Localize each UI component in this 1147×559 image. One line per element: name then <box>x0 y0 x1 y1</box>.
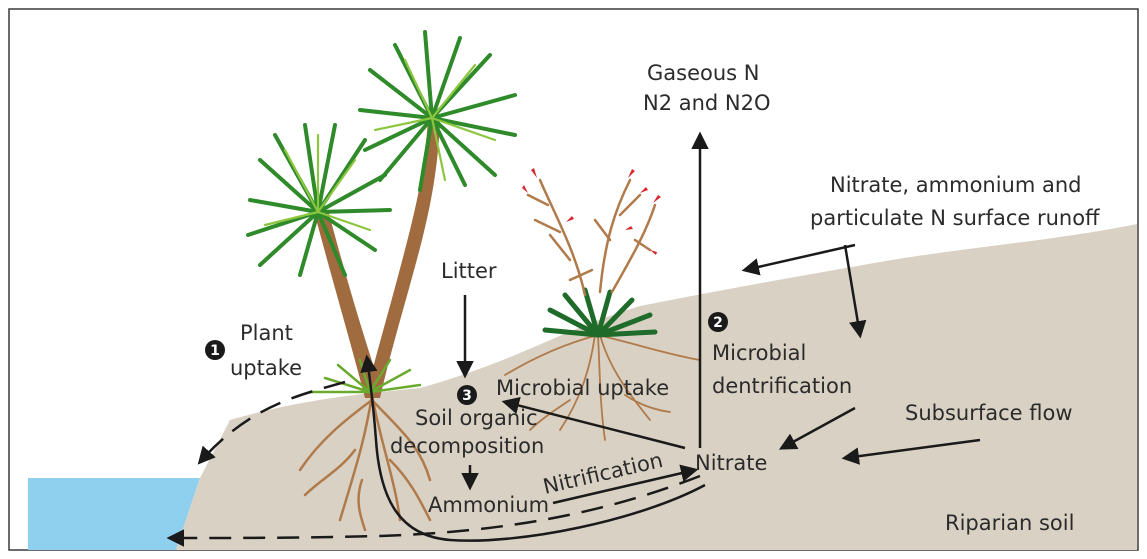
gaseous-n-label: Gaseous N <box>647 61 760 85</box>
subsurface-flow-label: Subsurface flow <box>905 401 1073 425</box>
nitrate-label: Nitrate <box>695 451 767 475</box>
litter-label: Litter <box>441 259 497 283</box>
microbial-dentrification-label-line1: Microbial <box>712 341 806 365</box>
marker-1-number: 1 <box>210 343 220 359</box>
n2-n2o-label: N2 and N2O <box>643 91 771 115</box>
microbial-uptake-label: Microbial uptake <box>496 376 669 400</box>
ammonium-label: Ammonium <box>428 493 549 517</box>
plant-uptake-label-line1: Plant <box>240 321 293 345</box>
soil-organic-label-line1: Soil organic <box>415 406 538 430</box>
plant-uptake-label-line2: uptake <box>230 356 302 380</box>
soil-organic-label-line2: decomposition <box>390 434 544 458</box>
microbial-dentrification-label-line2: dentrification <box>712 374 852 398</box>
riparian-soil-label: Riparian soil <box>945 511 1074 535</box>
water-body <box>28 478 200 550</box>
marker-3-number: 3 <box>462 388 472 404</box>
surface-runoff-label-line2: particulate N surface runoff <box>810 206 1100 230</box>
marker-2-number: 2 <box>713 315 723 331</box>
surface-runoff-label-line1: Nitrate, ammonium and <box>830 173 1082 197</box>
